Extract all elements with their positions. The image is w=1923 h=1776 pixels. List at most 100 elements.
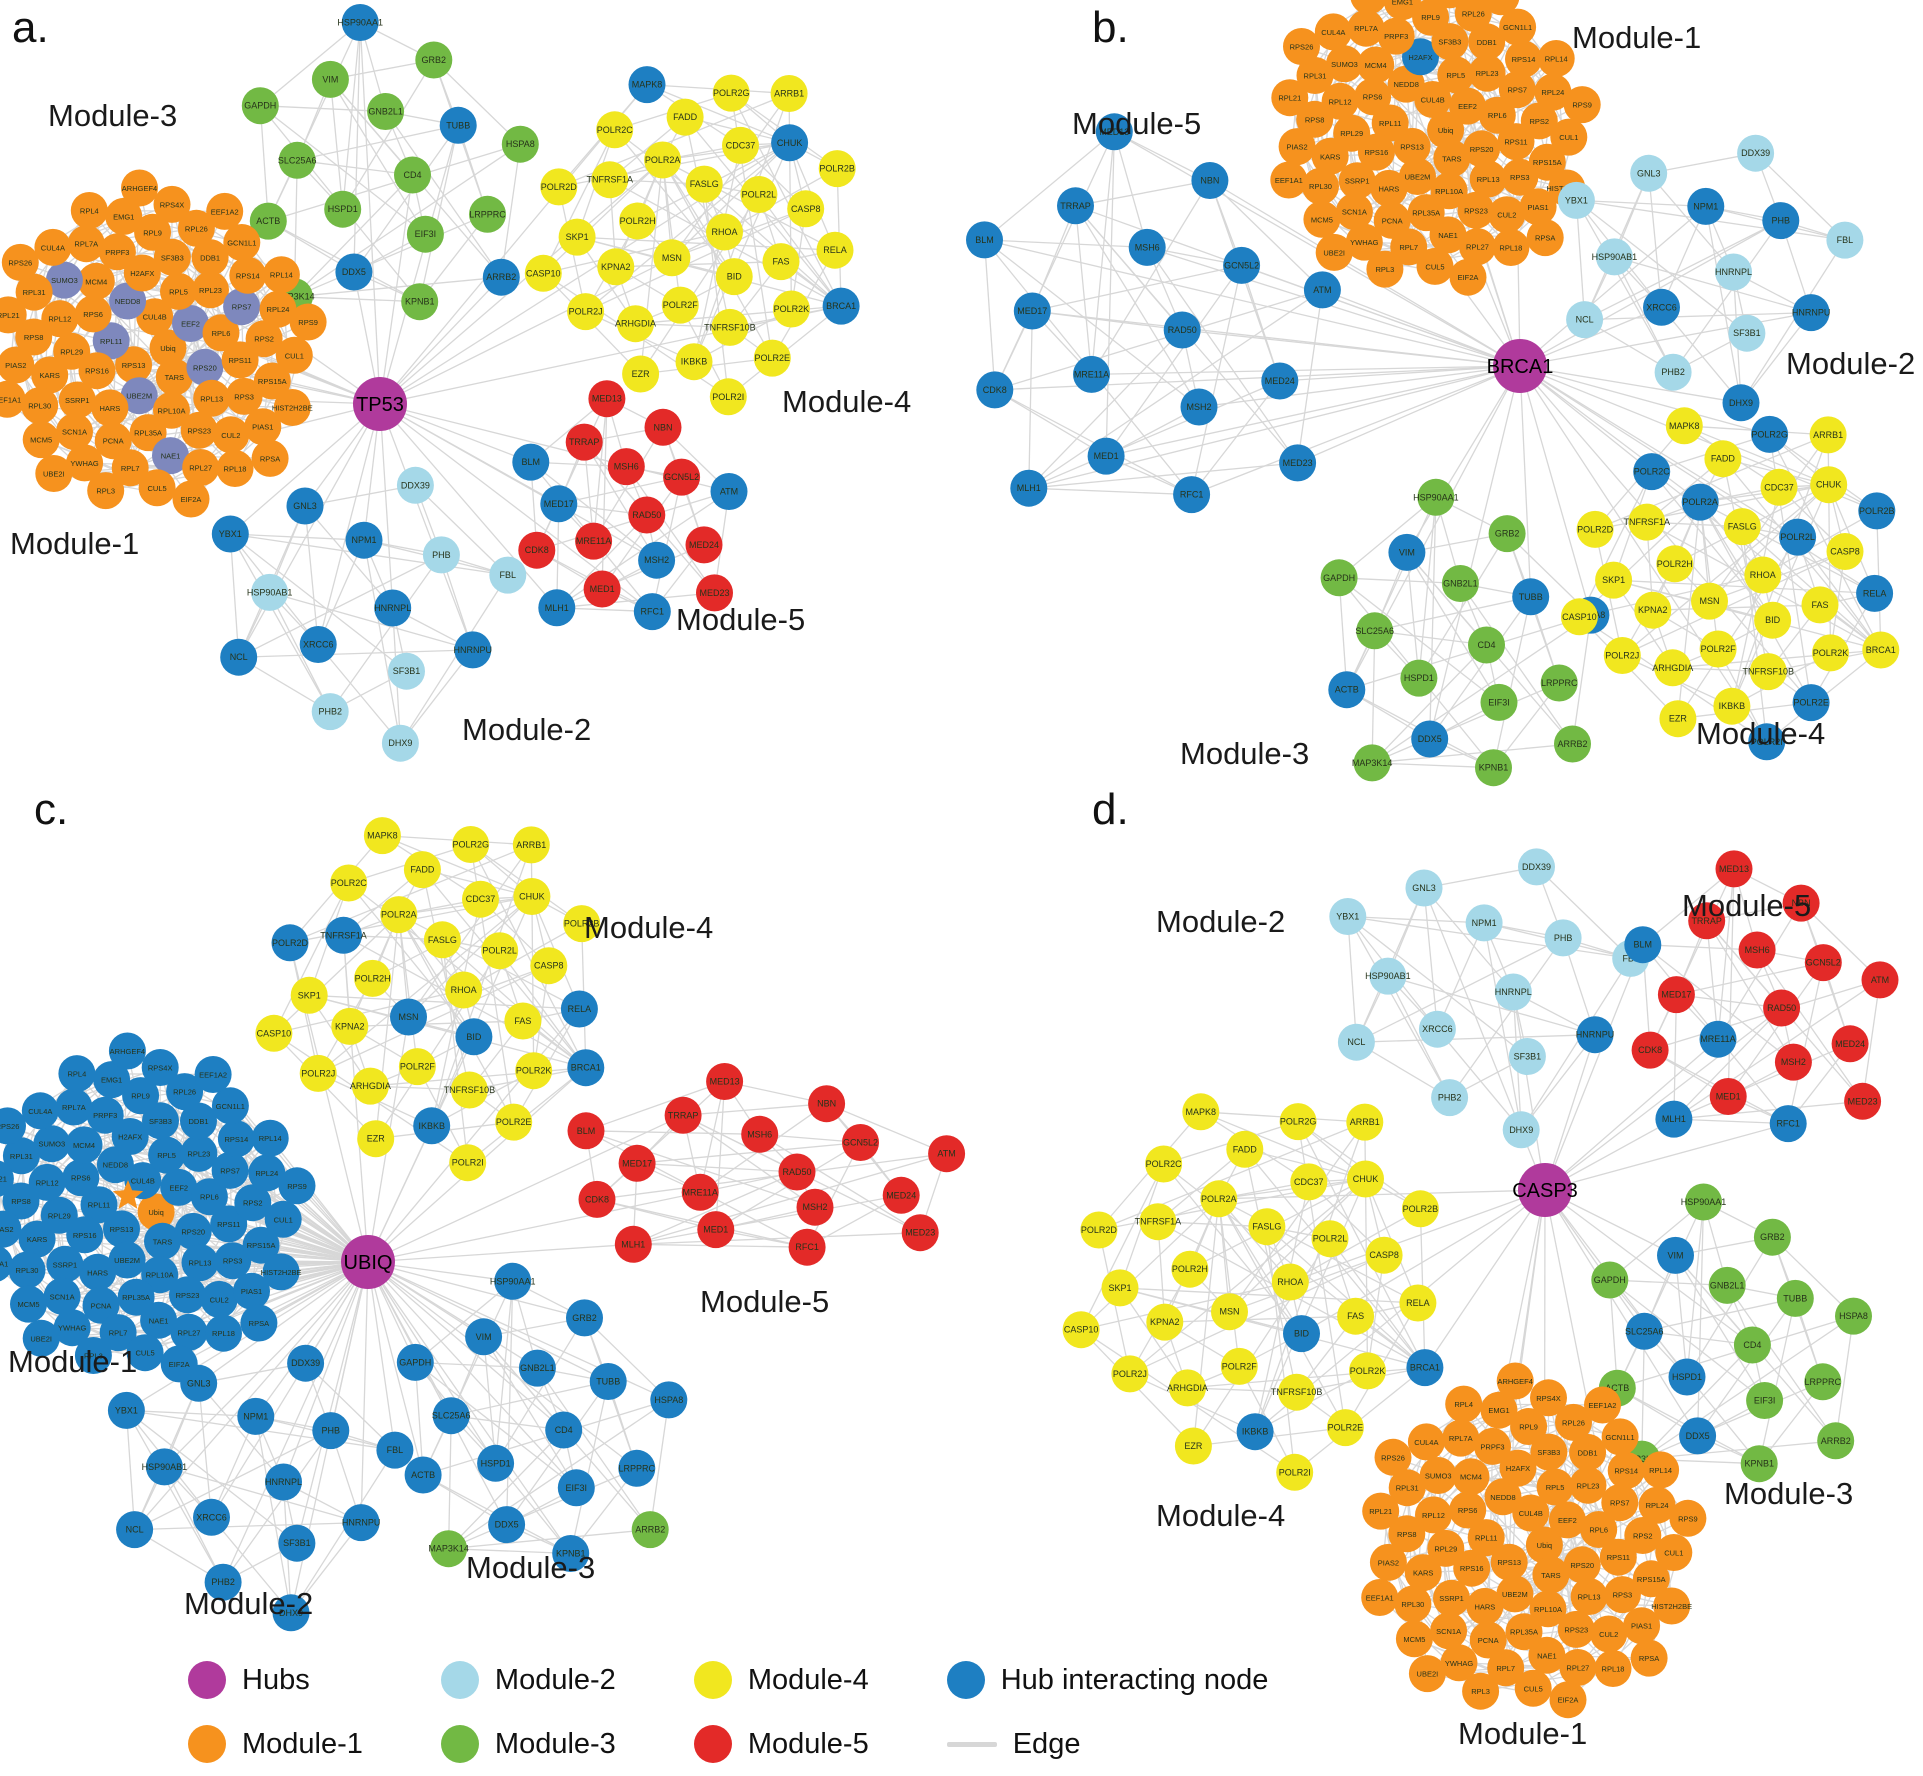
node-RPL13[interactable]	[182, 1244, 219, 1281]
node-DDX39[interactable]	[1737, 135, 1774, 172]
node-GNL3[interactable]	[287, 488, 324, 525]
node-POLR2J[interactable]	[567, 293, 604, 330]
node-EIF3I[interactable]	[558, 1469, 595, 1506]
node-POLR2D[interactable]	[272, 924, 309, 961]
node-MLH1[interactable]	[615, 1226, 652, 1263]
node-DDX5[interactable]	[1679, 1417, 1716, 1454]
node-PRPF3[interactable]	[99, 233, 136, 270]
node-RPS6[interactable]	[1354, 78, 1391, 115]
node-POLR2L[interactable]	[740, 176, 777, 213]
node-FADD[interactable]	[1704, 440, 1741, 477]
node-TNFRSF10B[interactable]	[1278, 1374, 1315, 1411]
node-RPSA[interactable]	[1527, 219, 1564, 256]
node-FAS[interactable]	[1802, 586, 1839, 623]
node-POLR2D[interactable]	[1577, 511, 1614, 548]
node-RPS26[interactable]	[1283, 28, 1320, 65]
node-HSP90AB1[interactable]	[1596, 238, 1633, 275]
node-SKP1[interactable]	[1102, 1269, 1139, 1306]
node-MAP3K14[interactable]	[1354, 744, 1391, 781]
node-MSH2[interactable]	[1181, 389, 1218, 426]
node-NPM1[interactable]	[346, 522, 383, 559]
node-HSPD1[interactable]	[1400, 660, 1437, 697]
node-FAS[interactable]	[763, 243, 800, 280]
node-XRCC6[interactable]	[1643, 289, 1680, 326]
node-EZR[interactable]	[1175, 1428, 1212, 1465]
node-MED17[interactable]	[1658, 976, 1695, 1013]
node-MED17[interactable]	[619, 1145, 656, 1182]
node-POLR2H[interactable]	[619, 203, 656, 240]
node-CUL4A[interactable]	[1315, 13, 1352, 50]
node-CUL5[interactable]	[1515, 1670, 1552, 1707]
node-HSP90AB1[interactable]	[1369, 958, 1406, 995]
node-CUL1[interactable]	[276, 337, 313, 374]
node-KPNA2[interactable]	[331, 1008, 368, 1045]
node-GCN5L2[interactable]	[1805, 944, 1842, 981]
node-RPS4X[interactable]	[142, 1049, 179, 1086]
node-MED24[interactable]	[883, 1177, 920, 1214]
node-SKP1[interactable]	[1595, 562, 1632, 599]
node-LRPPRC[interactable]	[618, 1450, 655, 1487]
node-GRB2[interactable]	[566, 1299, 603, 1336]
node-MSN[interactable]	[653, 239, 690, 276]
node-CD4[interactable]	[545, 1412, 582, 1449]
node-POLR2J[interactable]	[1604, 637, 1641, 674]
node-HSPD1[interactable]	[1669, 1359, 1706, 1396]
node-DHX9[interactable]	[382, 725, 419, 762]
node-FADD[interactable]	[404, 851, 441, 888]
node-ATM[interactable]	[1304, 271, 1341, 308]
node-RPL3[interactable]	[1366, 251, 1403, 288]
node-UBE2I[interactable]	[1316, 234, 1353, 271]
node-CUL1[interactable]	[265, 1201, 302, 1238]
node-MRE11A[interactable]	[575, 523, 612, 560]
node-MSH2[interactable]	[797, 1189, 834, 1226]
node-RPL18[interactable]	[205, 1315, 242, 1352]
node-ATM[interactable]	[711, 473, 748, 510]
node-SSRP1[interactable]	[1433, 1580, 1470, 1617]
node-MED13[interactable]	[588, 380, 625, 417]
node-RPL27[interactable]	[171, 1314, 208, 1351]
node-FADD[interactable]	[667, 99, 704, 136]
node-GAPDH[interactable]	[1321, 559, 1358, 596]
node-POLR2E[interactable]	[754, 340, 791, 377]
node-RPS23[interactable]	[169, 1276, 206, 1313]
node-POLR2G[interactable]	[713, 75, 750, 112]
node-GCN1L1[interactable]	[223, 224, 260, 261]
node-HNRNPL[interactable]	[374, 590, 411, 627]
node-CD4[interactable]	[1734, 1327, 1771, 1364]
node-MCM4[interactable]	[66, 1126, 103, 1163]
node-HARS[interactable]	[1466, 1588, 1503, 1625]
node-MED23[interactable]	[1279, 444, 1316, 481]
node-GAPDH[interactable]	[397, 1344, 434, 1381]
node-NBN[interactable]	[645, 409, 682, 446]
node-HIST2H2BE[interactable]	[1653, 1588, 1690, 1625]
node-MRE11A[interactable]	[1073, 356, 1110, 393]
node-RPS14[interactable]	[229, 257, 266, 294]
node-NCL[interactable]	[116, 1511, 153, 1548]
node-SLC25A6[interactable]	[433, 1397, 470, 1434]
node-RELA[interactable]	[1856, 575, 1893, 612]
node-MRE11A[interactable]	[682, 1174, 719, 1211]
node-HSPA8[interactable]	[502, 126, 539, 163]
node-RPS23[interactable]	[1558, 1611, 1595, 1648]
node-RPL5[interactable]	[160, 273, 197, 310]
node-RPS9[interactable]	[1564, 86, 1601, 123]
node-ARHGEF4[interactable]	[121, 170, 158, 207]
node-POLR2B[interactable]	[1402, 1190, 1439, 1227]
node-MED24[interactable]	[686, 526, 723, 563]
node-HNRNPL[interactable]	[1715, 254, 1752, 291]
node-TRRAP[interactable]	[1057, 187, 1094, 224]
node-CDC37[interactable]	[1290, 1163, 1327, 1200]
node-EEF1A2[interactable]	[195, 1056, 232, 1093]
node-POLR2K[interactable]	[1349, 1352, 1386, 1389]
node-POLR2H[interactable]	[1171, 1251, 1208, 1288]
node-SLC25A6[interactable]	[279, 142, 316, 179]
node-GCN5L2[interactable]	[663, 459, 700, 496]
node-EIF3I[interactable]	[1746, 1382, 1783, 1419]
node-ARHGDIA[interactable]	[1169, 1369, 1206, 1406]
node-DDX39[interactable]	[287, 1345, 324, 1382]
node-RPL13[interactable]	[1571, 1578, 1608, 1615]
node-BLM[interactable]	[568, 1112, 605, 1149]
node-RPS20[interactable]	[175, 1213, 212, 1250]
node-MLH1[interactable]	[538, 589, 575, 626]
node-ARHGEF4[interactable]	[109, 1033, 146, 1070]
